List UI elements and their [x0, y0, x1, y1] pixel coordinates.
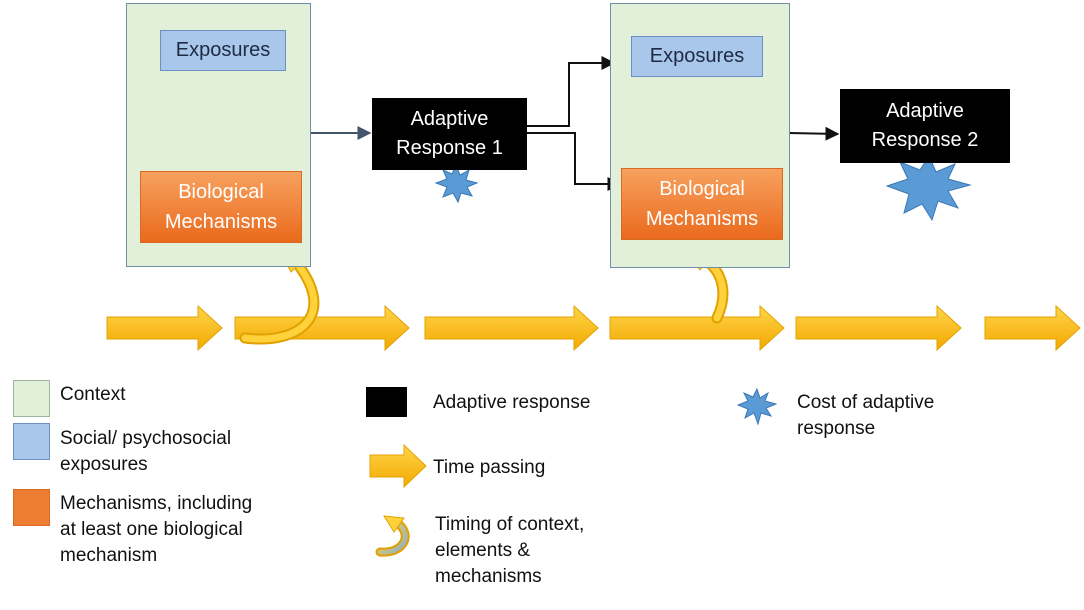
time-arrow-icon [609, 304, 785, 352]
cost-star-icon [885, 154, 972, 222]
legend-label-time-passing: Time passing [433, 457, 546, 478]
mechanisms-label-2: Biological Mechanisms [645, 178, 759, 230]
legend: Context Social/ psychosocial exposures M… [0, 370, 1084, 610]
legend-label-mechanisms: Mechanisms, including at least one biolo… [60, 493, 253, 566]
time-arrow-icon [984, 304, 1081, 352]
time-arrow-icon [424, 304, 599, 352]
time-arrow-icon [106, 304, 223, 352]
exposures-box-1: Exposures [160, 30, 286, 71]
legend-curved-arrow-icon [375, 515, 410, 557]
exposures-label-2: Exposures [649, 45, 745, 67]
legend-swatch-context [13, 380, 50, 417]
adaptive-label-1: Adaptive Response 1 [396, 108, 503, 159]
adaptive-label-2: Adaptive Response 2 [871, 100, 979, 151]
legend-label-adaptive-response: Adaptive response [433, 392, 591, 413]
adaptive-response-box-2: Adaptive Response 2 [840, 89, 1010, 163]
legend-label-context: Context [60, 384, 126, 405]
legend-cost-star-icon [737, 388, 777, 426]
legend-swatch-mechanisms [13, 489, 50, 526]
legend-swatch-adaptive-response [366, 387, 407, 417]
legend-label-cost: Cost of adaptive response [797, 392, 935, 439]
mechanisms-box-2: Biological Mechanisms [621, 168, 783, 240]
connector-adaptive1-to-exposures-2 [527, 56, 616, 127]
connector-adaptive1-to-mechanisms-2 [527, 132, 622, 191]
exposures-box-2: Exposures [631, 36, 763, 77]
cost-star-icon [434, 163, 479, 204]
legend-swatch-exposures [13, 423, 50, 460]
mechanisms-box-1: Biological Mechanisms [140, 171, 302, 243]
adaptive-response-box-1: Adaptive Response 1 [372, 98, 527, 170]
legend-label-timing: Timing of context, elements & mechanisms [435, 514, 585, 587]
legend-label-exposures: Social/ psychosocial exposures [60, 428, 232, 475]
mechanisms-label-1: Biological Mechanisms [164, 181, 278, 233]
connector-context-to-adaptive-2 [788, 126, 840, 141]
exposures-label-1: Exposures [175, 39, 271, 61]
legend-time-arrow-icon [369, 443, 427, 489]
time-arrow-icon [795, 304, 962, 352]
